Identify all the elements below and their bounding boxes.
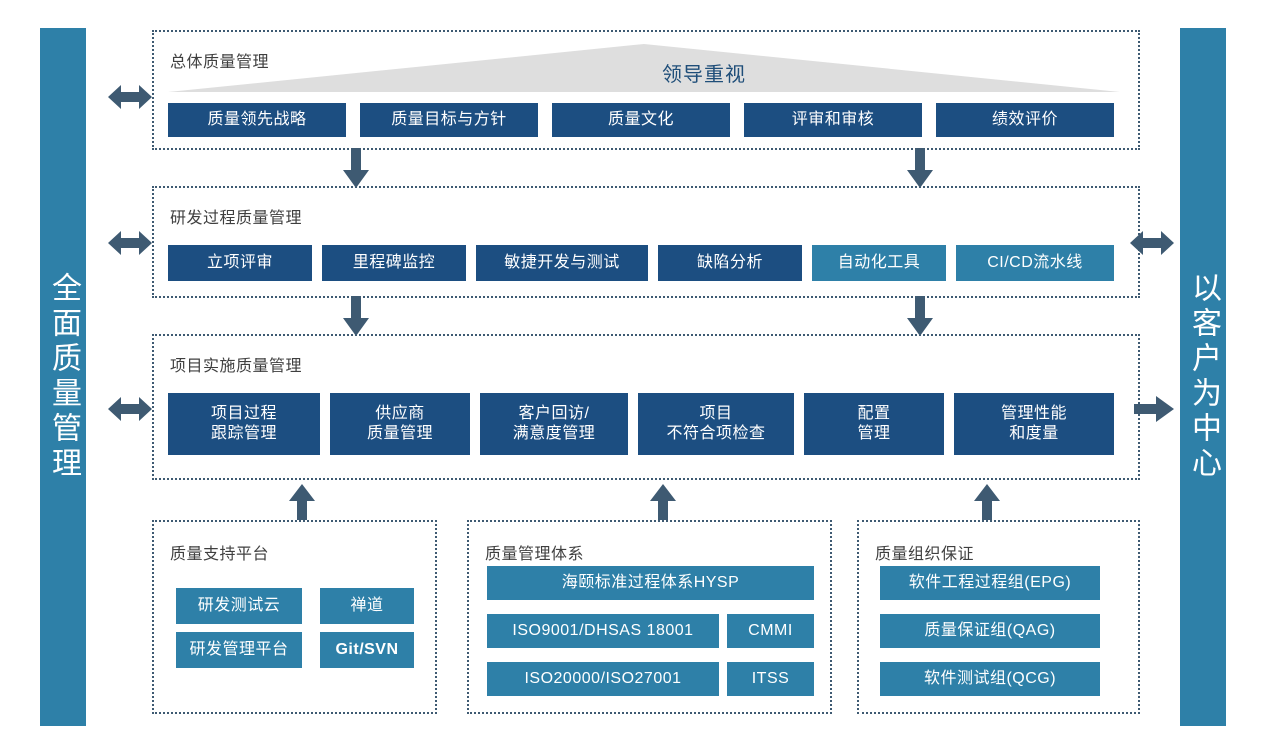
chip-rnd-test-cloud[interactable]: 研发测试云 [176, 588, 302, 624]
arrow-down-rnd-to-project-left [341, 296, 371, 336]
section-support-title: 质量支持平台 [170, 546, 270, 563]
arrow-down-overall-to-rnd-left [341, 148, 371, 188]
chip-hysp-standard-process-system[interactable]: 海颐标准过程体系HYSP [487, 566, 814, 600]
leadership-banner-label: 领导重视 [662, 64, 746, 86]
arrow-down-overall-to-rnd-right [905, 148, 935, 188]
arrow-down-rnd-to-project-right [905, 296, 935, 336]
chip-customer-visit-satisfaction[interactable]: 客户回访/ 满意度管理 [480, 393, 628, 455]
chip-iso20000-iso27001[interactable]: ISO20000/ISO27001 [487, 662, 719, 696]
chip-quality-leading-strategy[interactable]: 质量领先战略 [168, 103, 346, 137]
left-pillar: 全面质量管理 [40, 28, 86, 726]
chip-quality-objectives-policy[interactable]: 质量目标与方针 [360, 103, 538, 137]
chip-cicd-pipeline[interactable]: CI/CD流水线 [956, 245, 1114, 281]
chip-agile-dev-and-test[interactable]: 敏捷开发与测试 [476, 245, 648, 281]
arrow-up-system-to-project [648, 484, 678, 520]
double-arrow-left-rnd [108, 228, 152, 258]
chip-git-svn[interactable]: Git/SVN [320, 632, 414, 668]
chip-performance-evaluation[interactable]: 绩效评价 [936, 103, 1114, 137]
chip-zentao[interactable]: 禅道 [320, 588, 414, 624]
section-system-title: 质量管理体系 [485, 546, 585, 563]
chip-itss[interactable]: ITSS [727, 662, 814, 696]
chip-iso9001-dhsas18001[interactable]: ISO9001/DHSAS 18001 [487, 614, 719, 648]
chip-supplier-quality-management[interactable]: 供应商 质量管理 [330, 393, 470, 455]
chip-rnd-management-platform[interactable]: 研发管理平台 [176, 632, 302, 668]
chip-epg[interactable]: 软件工程过程组(EPG) [880, 566, 1100, 600]
chip-quality-culture[interactable]: 质量文化 [552, 103, 730, 137]
right-pillar: 以客户为中心 [1180, 28, 1226, 726]
chip-milestone-monitoring[interactable]: 里程碑监控 [322, 245, 466, 281]
chip-configuration-management[interactable]: 配置 管理 [804, 393, 944, 455]
chip-project-nonconformity-check[interactable]: 项目 不符合项检查 [638, 393, 794, 455]
section-rnd-process-quality-management: 研发过程质量管理 [152, 186, 1140, 298]
chip-qcg[interactable]: 软件测试组(QCG) [880, 662, 1100, 696]
chip-automation-tools[interactable]: 自动化工具 [812, 245, 946, 281]
leadership-triangle-banner: 领导重视 [168, 42, 1120, 94]
double-arrow-left-project [108, 394, 152, 424]
section-rnd-title: 研发过程质量管理 [170, 210, 303, 227]
double-arrow-right-rnd [1130, 228, 1174, 258]
chip-project-initiation-review[interactable]: 立项评审 [168, 245, 312, 281]
section-project-title: 项目实施质量管理 [170, 358, 303, 375]
chip-project-process-tracking[interactable]: 项目过程 跟踪管理 [168, 393, 320, 455]
arrow-right-project [1134, 394, 1174, 424]
left-pillar-label: 全面质量管理 [47, 272, 80, 482]
triangle-shape [168, 44, 1120, 92]
chip-qag[interactable]: 质量保证组(QAG) [880, 614, 1100, 648]
right-pillar-label: 以客户为中心 [1187, 272, 1220, 482]
chip-defect-analysis[interactable]: 缺陷分析 [658, 245, 802, 281]
section-org-title: 质量组织保证 [875, 546, 975, 563]
double-arrow-left-overall [108, 82, 152, 112]
chip-management-performance-metrics[interactable]: 管理性能 和度量 [954, 393, 1114, 455]
arrow-up-org-to-project [972, 484, 1002, 520]
chip-review-and-audit[interactable]: 评审和审核 [744, 103, 922, 137]
section-overall-title: 总体质量管理 [170, 54, 270, 71]
chip-cmmi[interactable]: CMMI [727, 614, 814, 648]
arrow-up-support-to-project [287, 484, 317, 520]
